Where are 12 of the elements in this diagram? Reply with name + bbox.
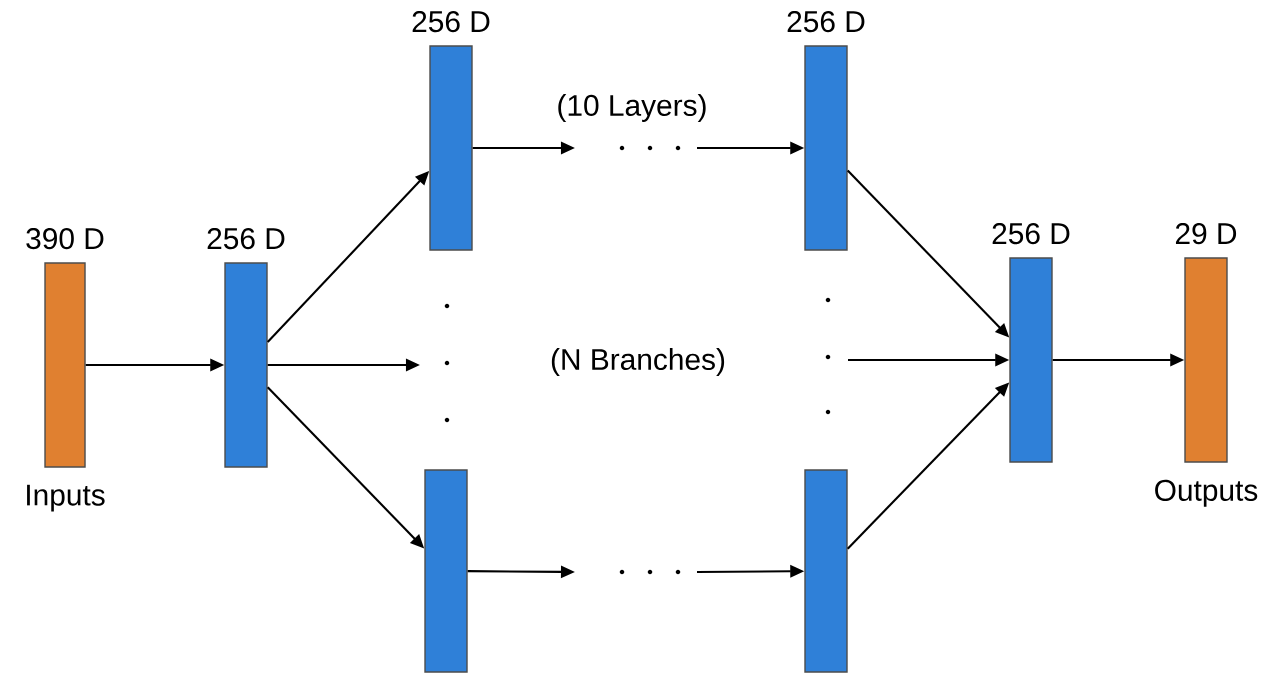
io-label: Inputs: [27, 484, 105, 512]
note-label: (N Branches): [551, 348, 725, 376]
layer-bar: [804, 469, 848, 673]
dimension-label: 256 D: [412, 11, 490, 33]
dimension-label: 390 D: [26, 228, 104, 250]
dimension-label: 256 D: [787, 11, 865, 33]
dimension-label: 256 D: [992, 223, 1070, 245]
dimension-label: 256 D: [207, 228, 285, 250]
note-label: (10 Layers): [558, 94, 706, 122]
io-label: Outputs: [1155, 479, 1258, 507]
dimension-label: 29 D: [1175, 223, 1237, 245]
layer-bar: [424, 469, 468, 673]
